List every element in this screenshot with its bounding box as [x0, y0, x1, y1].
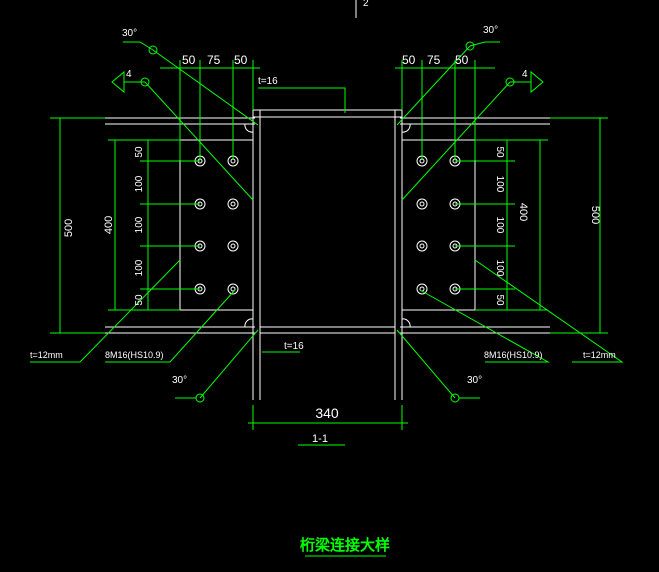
dim-text-lp-2: 100 — [134, 175, 145, 192]
weld-flag-left — [111, 70, 125, 94]
leader-plate-top — [258, 87, 346, 113]
steel-geometry — [105, 0, 550, 400]
dim-text-tr-3: 50 — [455, 53, 469, 67]
dim-text-lp-1: 50 — [134, 146, 145, 158]
bolt-core — [230, 286, 236, 292]
leader-bolts-left — [105, 289, 236, 363]
weld-flag-left-leader — [144, 81, 254, 201]
dim-text-rp-1: 50 — [494, 146, 505, 158]
bolt — [416, 283, 428, 295]
bolt-core — [419, 243, 425, 249]
bolt — [416, 240, 428, 252]
leader-plate-right — [474, 259, 624, 363]
leader-bolts-right — [419, 289, 550, 363]
weld-flag-left-circle — [140, 77, 150, 87]
weld-angle-tr: 30° — [483, 25, 498, 36]
dim-text-lp-4: 100 — [134, 259, 145, 276]
left-splice-plate — [179, 139, 254, 311]
plate-left-label: t=12mm — [30, 350, 63, 360]
bolts-right-label: 8M16(HS10.9) — [484, 350, 543, 360]
bolts-left-label: 8M16(HS10.9) — [105, 350, 164, 360]
bolt-core — [419, 201, 425, 207]
dim-text-tl-2: 75 — [207, 53, 221, 67]
bolt — [227, 240, 239, 252]
dim-text-right-500: 500 — [589, 206, 601, 224]
weld-flag-right — [530, 70, 544, 94]
weld-ref-tl — [123, 41, 154, 51]
right-bottom-weld-hole — [401, 318, 411, 328]
section-label: 1-1 — [312, 433, 328, 445]
left-bottom-weld-hole — [244, 318, 254, 328]
section-mark: 2 — [363, 0, 369, 9]
dim-text-rp-4: 100 — [494, 260, 505, 277]
left-top-weld-hole — [244, 123, 254, 133]
dim-text-left-400: 400 — [103, 216, 115, 234]
weld-leader-bl — [199, 329, 259, 399]
dim-text-left-500: 500 — [63, 219, 75, 237]
dim-text-rp-3: 100 — [494, 217, 505, 234]
dim-text-bottom-340: 340 — [315, 405, 339, 421]
dim-text-tr-1: 50 — [402, 53, 416, 67]
right-splice-plate — [401, 139, 476, 311]
bolt-group — [194, 155, 461, 295]
weld-size-left: 4 — [126, 69, 132, 80]
weld-angle-br: 30° — [467, 375, 482, 386]
dim-text-tl-1: 50 — [182, 53, 196, 67]
weld-leader-br — [396, 329, 456, 399]
weld-leader-tr — [396, 45, 471, 126]
bolt — [227, 198, 239, 210]
dim-text-rp-5: 50 — [494, 294, 505, 306]
plate-right-label: t=12mm — [583, 350, 616, 360]
weld-ref-tr — [469, 41, 500, 47]
plate-mid-label: t=16 — [284, 341, 304, 352]
weld-circle-tr — [465, 41, 475, 51]
dimension-lines — [30, 41, 624, 557]
drawing-title: 桁梁连接大样 — [300, 536, 390, 554]
bolt-core — [230, 243, 236, 249]
dim-text-lp-5: 50 — [134, 294, 145, 306]
plate-top-label: t=16 — [258, 76, 278, 87]
weld-flag-right-leader — [401, 81, 511, 201]
weld-size-right: 4 — [522, 69, 528, 80]
weld-circle-tl — [148, 45, 158, 55]
dim-text-tl-3: 50 — [234, 53, 248, 67]
dim-text-right-400: 400 — [517, 203, 529, 221]
weld-angle-bl: 30° — [172, 375, 187, 386]
weld-flag-right-circle — [505, 77, 515, 87]
bolt — [227, 283, 239, 295]
dim-text-lp-3: 100 — [134, 216, 145, 233]
bolt — [416, 198, 428, 210]
weld-angle-tl: 30° — [122, 28, 137, 39]
right-top-weld-hole — [401, 123, 411, 133]
bolt-core — [230, 201, 236, 207]
dim-text-rp-2: 100 — [494, 176, 505, 193]
dim-text-tr-2: 75 — [427, 53, 441, 67]
weld-leader-tl — [152, 49, 259, 126]
leader-plate-left — [30, 259, 181, 363]
